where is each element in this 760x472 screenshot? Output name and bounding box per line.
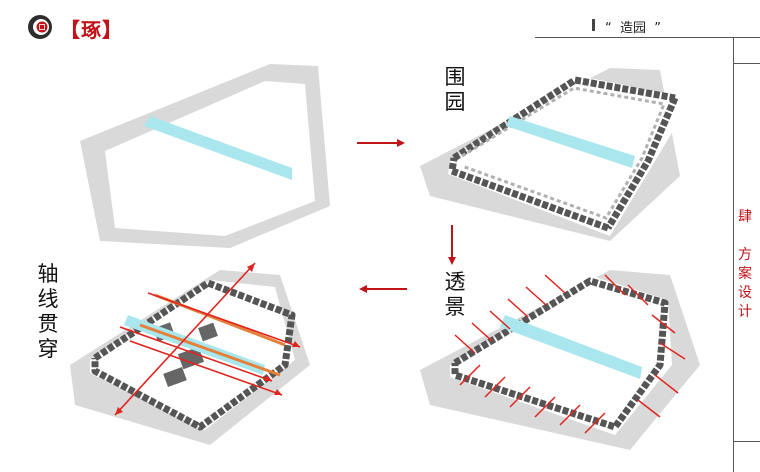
- stage-label-enclosure: 围园: [444, 65, 466, 114]
- quote-marker: [592, 19, 595, 31]
- arrow-down-icon: [448, 225, 456, 265]
- water-channel: [144, 116, 292, 180]
- site-diagram-base: [80, 64, 330, 248]
- site-diagram-axes: [70, 262, 310, 445]
- sidebar-chapter: 肆: [738, 209, 752, 225]
- arrow-left-icon: [359, 285, 407, 293]
- stage-label-views: 透景: [444, 270, 466, 319]
- sidebar-divider: [733, 37, 734, 472]
- sidebar-rule-top: [733, 63, 760, 64]
- sidebar-rule-bottom: [733, 441, 760, 442]
- section-quote: “ 造园 ”: [605, 21, 661, 36]
- water-channel: [506, 116, 635, 168]
- site-diagram-enclosure: [420, 68, 682, 241]
- water-channel: [500, 315, 642, 379]
- header-divider: [535, 37, 760, 38]
- page-title: 【琢】: [60, 18, 123, 42]
- logo-icon: [28, 15, 52, 39]
- arrow-right-icon: [357, 139, 405, 147]
- stage-label-axes: 轴线贯穿: [37, 262, 59, 361]
- sidebar-section: 方案设计: [738, 247, 752, 320]
- site-diagram-views: [420, 270, 700, 450]
